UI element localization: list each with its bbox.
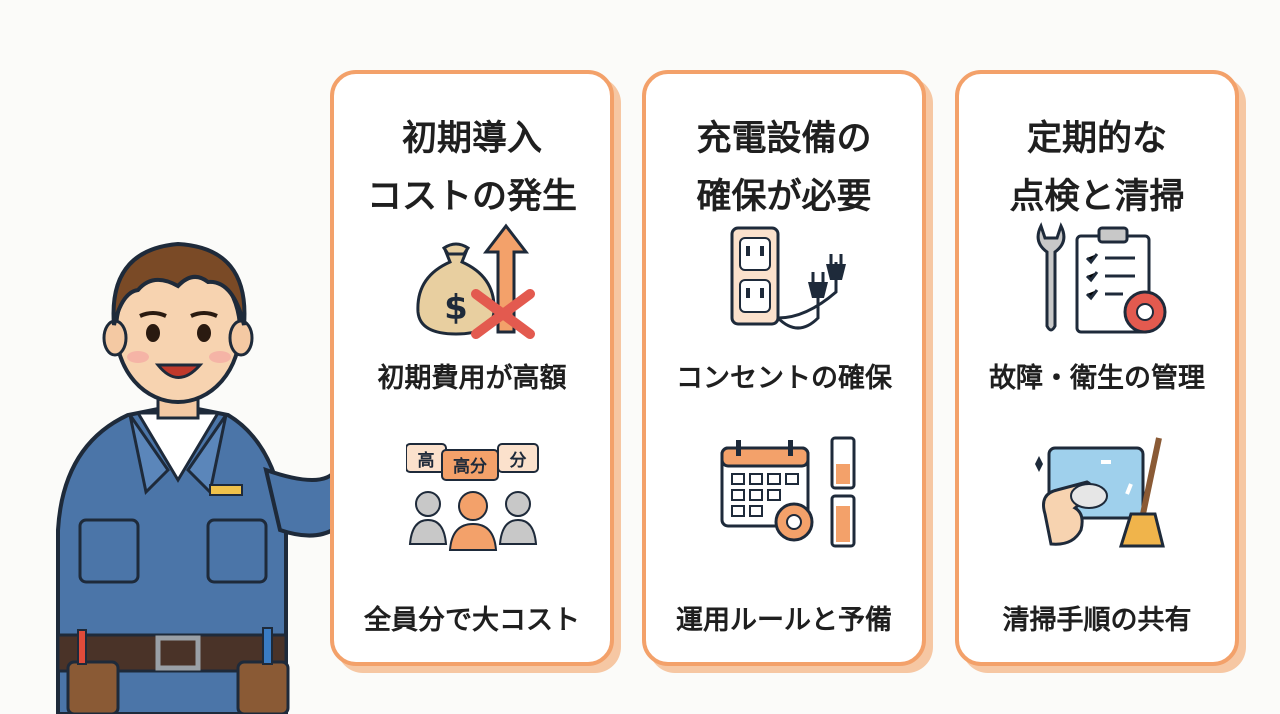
people-speech-bubbles-icon: 高 高分 分 <box>406 443 539 551</box>
item-label: 故障・衛生の管理 <box>989 363 1205 394</box>
card-maintenance: 定期的な 点検と清掃 故障・衛生の管理 清掃手順の共有 <box>955 70 1239 666</box>
item-label: コンセントの確保 <box>676 363 892 394</box>
bubble-text: 高 <box>418 450 435 471</box>
calendar-gear-battery-icon <box>720 436 856 548</box>
outlet-plug-icon <box>730 226 846 330</box>
bubble-text: 高分 <box>453 456 487 477</box>
item-label: 運用ルールと予備 <box>676 605 892 636</box>
card-charging: 充電設備の 確保が必要 コンセントの確保 運用ルールと予備 <box>642 70 926 666</box>
bubble-text: 分 <box>510 451 527 471</box>
card-initial-cost: 初期導入 コストの発生 $ 初期費用が高額 高 高分 分 全員分で大コスト <box>330 70 614 666</box>
card-title: 定期的な 点検と清掃 <box>1009 119 1185 217</box>
svg-text:$: $ <box>444 288 468 328</box>
card-title: 充電設備の 確保が必要 <box>696 119 872 217</box>
wrench-clipboard-gear-icon <box>1036 222 1167 334</box>
item-label: 全員分で大コスト <box>364 605 580 636</box>
item-label: 初期費用が高額 <box>377 363 567 394</box>
hand-cleaning-screen-broom-icon <box>1035 437 1165 548</box>
card-title: 初期導入 コストの発生 <box>366 119 577 217</box>
money-bag-up-arrow-x-icon: $ <box>416 223 535 339</box>
item-label: 清掃手順の共有 <box>1002 605 1192 636</box>
